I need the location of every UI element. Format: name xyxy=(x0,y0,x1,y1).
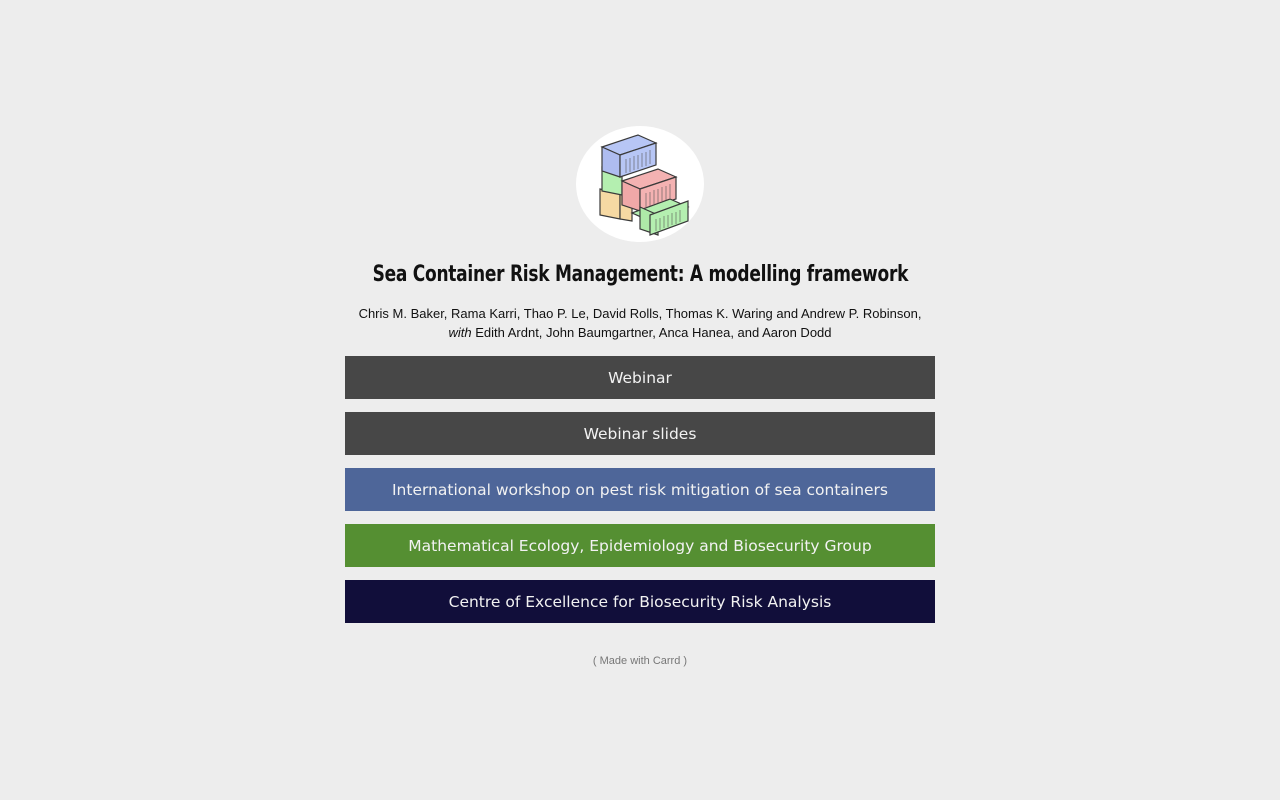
authors-line-2: with Edith Ardnt, John Baumgartner, Anca… xyxy=(359,323,922,342)
container-logo-icon xyxy=(576,126,704,242)
cebra-button[interactable]: Centre of Excellence for Biosecurity Ris… xyxy=(345,580,935,623)
page-title: Sea Container Risk Management: A modelli… xyxy=(372,262,908,287)
with-label: with xyxy=(448,325,472,340)
page-content: Sea Container Risk Management: A modelli… xyxy=(345,126,935,667)
webinar-slides-button[interactable]: Webinar slides xyxy=(345,412,935,455)
collaborators: Edith Ardnt, John Baumgartner, Anca Hane… xyxy=(471,325,832,340)
made-with-carrd-link[interactable]: ( Made with Carrd ) xyxy=(592,655,688,667)
workshop-button[interactable]: International workshop on pest risk miti… xyxy=(345,468,935,511)
authors-line-1: Chris M. Baker, Rama Karri, Thao P. Le, … xyxy=(358,306,922,321)
link-buttons: Webinar Webinar slides International wor… xyxy=(345,356,935,623)
webinar-button[interactable]: Webinar xyxy=(345,356,935,399)
meeb-group-button[interactable]: Mathematical Ecology, Epidemiology and B… xyxy=(345,524,935,567)
authors-list: Chris M. Baker, Rama Karri, Thao P. Le, … xyxy=(359,304,922,342)
